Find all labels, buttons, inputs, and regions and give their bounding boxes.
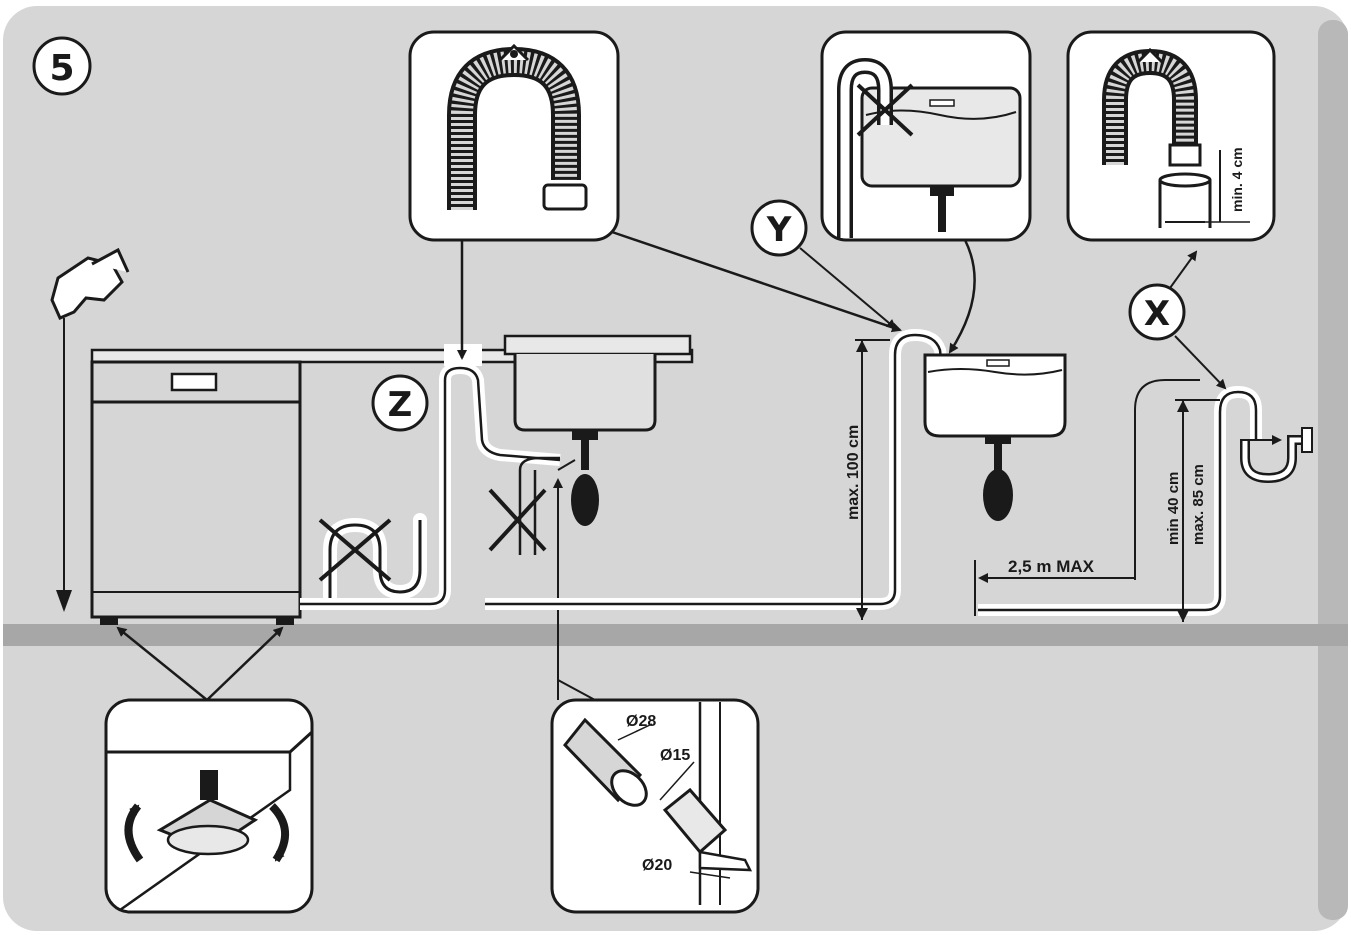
svg-text:X: X <box>1144 294 1170 334</box>
dimension-max-length: 2,5 m MAX <box>974 557 1135 616</box>
dishwasher-body <box>90 360 302 619</box>
inset-hose-guide <box>408 30 902 360</box>
svg-text:2,5 m MAX: 2,5 m MAX <box>1008 557 1095 576</box>
callout-z: Z <box>371 374 429 432</box>
callout-y: Y <box>750 199 897 330</box>
dimension-trap-heights: min 40 cm max. 85 cm <box>1165 399 1220 622</box>
incorrect-low-hose-icon <box>318 513 427 607</box>
inset-min-insertion: min. 4 cm <box>1066 30 1276 242</box>
step-number-badge: 5 <box>32 36 92 96</box>
panel-shadow <box>1318 20 1348 920</box>
siphon-trap <box>571 474 599 526</box>
inset-incorrect-sink <box>820 30 1032 354</box>
diameter-20-label: Ø20 <box>642 857 672 874</box>
hand-plumb-line-icon <box>50 247 130 612</box>
dimension-max-100: max. 100 cm <box>845 339 890 620</box>
wall-drain-x <box>978 379 1313 616</box>
floor-line <box>3 624 1348 646</box>
sink-y <box>923 353 1067 521</box>
inset-foot-adjustment <box>104 626 314 914</box>
step-number: 5 <box>49 48 74 89</box>
callout-x: X <box>1128 250 1227 390</box>
diameter-15-label: Ø15 <box>660 747 690 764</box>
diameter-28-label: Ø28 <box>626 713 656 730</box>
inset-hose-diameters: Ø28 Ø15 Ø20 <box>550 640 760 914</box>
svg-text:min 40 cm: min 40 cm <box>1165 472 1182 545</box>
sink-z <box>488 334 692 700</box>
svg-text:max. 85 cm: max. 85 cm <box>1190 464 1207 545</box>
svg-text:max. 100 cm: max. 100 cm <box>845 425 862 520</box>
dishwasher-handle <box>170 372 218 392</box>
svg-text:Z: Z <box>388 385 413 425</box>
siphon-trap-y <box>983 469 1013 521</box>
svg-text:min. 4 cm: min. 4 cm <box>1229 147 1245 212</box>
svg-text:Y: Y <box>766 210 792 250</box>
